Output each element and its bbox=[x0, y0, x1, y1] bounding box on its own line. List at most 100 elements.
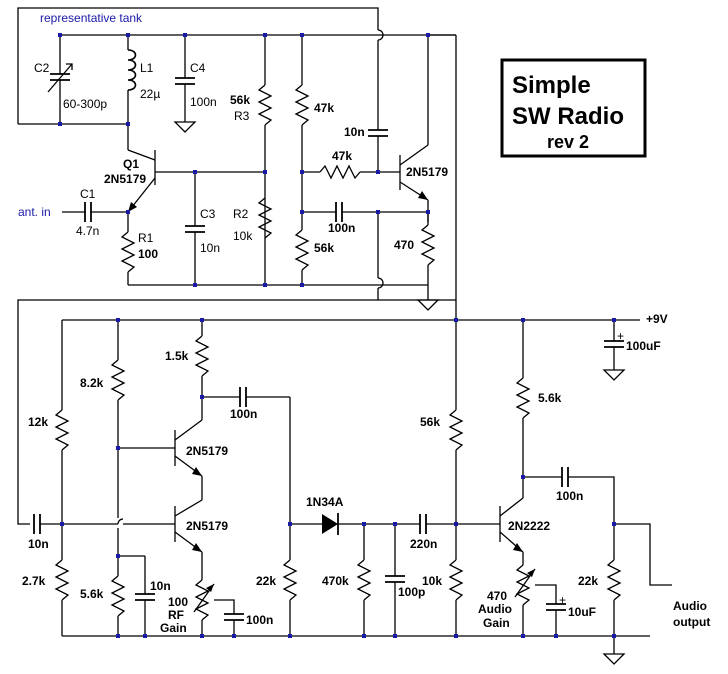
c-100n-a-value: 100n bbox=[230, 407, 257, 421]
r2-value: 10k bbox=[233, 229, 253, 243]
r3-value: 56k bbox=[230, 93, 250, 107]
title-line-3: rev 2 bbox=[547, 132, 589, 152]
capacitor-c3: C3 10n bbox=[185, 172, 220, 285]
capacitor-10n-input: 10n bbox=[28, 514, 124, 551]
resistor-5k6-collector: 5.6k bbox=[515, 320, 562, 477]
c-10n-in-value: 10n bbox=[28, 537, 49, 551]
capacitor-100n-rf-bypass: 100n bbox=[224, 613, 273, 636]
r-5k6-b-value: 5.6k bbox=[538, 391, 562, 405]
title-line-1: Simple bbox=[512, 72, 591, 99]
q-amp2-value: 2N5179 bbox=[186, 519, 228, 533]
tank-label: representative tank bbox=[40, 11, 143, 25]
transistor-audio: 2N2222 bbox=[499, 477, 550, 565]
diode-value: 1N34A bbox=[306, 495, 344, 509]
resistor-8k2: 8.2k bbox=[80, 320, 126, 576]
pot-rf-label2: Gain bbox=[160, 621, 187, 635]
r-470-value: 470 bbox=[394, 238, 414, 252]
capacitor-c1: C1 4.7n bbox=[62, 187, 128, 238]
transistor-q2: 2N5179 bbox=[399, 34, 456, 222]
potentiometer-rf-gain: 100 RF Gain bbox=[160, 579, 235, 636]
c-100uf-plus: + bbox=[617, 329, 624, 343]
c1-ref: C1 bbox=[80, 187, 96, 201]
r1-ref: R1 bbox=[138, 231, 154, 245]
resistor-r3: 56k R3 bbox=[230, 35, 273, 285]
diode-1n34a: 1N34A bbox=[290, 495, 420, 535]
potentiometer-audio-gain: 470 Audio Gain bbox=[478, 564, 557, 636]
c-10uf-value: 10uF bbox=[568, 605, 596, 619]
transistor-q1: Q1 2N5179 bbox=[104, 149, 265, 213]
resistor-2k7: 2.7k bbox=[22, 559, 70, 636]
feed-wire bbox=[17, 299, 456, 525]
r1-value: 100 bbox=[138, 247, 158, 261]
q1-value: 2N5179 bbox=[104, 172, 146, 186]
r-22k-a-value: 22k bbox=[256, 574, 276, 588]
capacitor-100n-mid: 100n bbox=[302, 202, 428, 235]
c3-ref: C3 bbox=[200, 207, 216, 221]
capacitor-100p: 100p bbox=[385, 524, 425, 636]
capacitor-100n-coupling: 100n bbox=[202, 387, 291, 524]
q-amp1-value: 2N5179 bbox=[186, 444, 228, 458]
c1-value: 4.7n bbox=[76, 224, 99, 238]
inductor-l1: L1 22µ bbox=[127, 35, 160, 150]
supply-label: +9V bbox=[646, 312, 668, 326]
title-line-2: SW Radio bbox=[512, 103, 624, 130]
c-100n-mid-value: 100n bbox=[328, 221, 355, 235]
c-10n-b-value: 10n bbox=[150, 579, 171, 593]
audio-output-label-1: Audio bbox=[673, 599, 707, 613]
transistor-amp-1: 2N5179 bbox=[118, 419, 228, 500]
resistor-470k: 470k bbox=[322, 524, 372, 636]
resistor-10k-audio: 10k bbox=[422, 559, 464, 636]
capacitor-10uf: + 10uF bbox=[546, 593, 596, 636]
r-8k2-value: 8.2k bbox=[80, 376, 104, 390]
junction-dots bbox=[58, 33, 616, 638]
q-rf2-value: 2N5179 bbox=[406, 165, 448, 179]
c3-value: 10n bbox=[200, 241, 220, 255]
pot-audio-value: 470 bbox=[487, 589, 507, 603]
resistor-r2: R2 10k bbox=[233, 197, 273, 243]
r-56k-c-value: 56k bbox=[420, 415, 440, 429]
c-10uf-plus: + bbox=[559, 593, 566, 607]
resistor-56k-lower: 56k bbox=[294, 229, 334, 285]
wire-hop-378 bbox=[377, 277, 384, 289]
c2-ref: C2 bbox=[34, 61, 50, 75]
r-10k-value: 10k bbox=[422, 574, 442, 588]
c-10n-top-value: 10n bbox=[344, 125, 365, 139]
antenna-in-label: ant. in bbox=[18, 205, 51, 219]
capacitor-10n-top: 10n bbox=[344, 125, 388, 172]
capacitor-100n-output: 100n bbox=[523, 467, 615, 524]
r-12k-value: 12k bbox=[28, 415, 48, 429]
capacitor-c2: C2 60-300p bbox=[34, 35, 107, 124]
c4-value: 100n bbox=[190, 95, 217, 109]
pot-audio-label1: Audio bbox=[478, 602, 512, 616]
r-2k7-value: 2.7k bbox=[22, 574, 46, 588]
audio-output-label-2: output bbox=[673, 615, 710, 629]
c-100uf-value: 100uF bbox=[626, 339, 661, 353]
r-1k5-value: 1.5k bbox=[165, 349, 189, 363]
pot-rf-label1: RF bbox=[168, 608, 184, 622]
l1-ref: L1 bbox=[140, 61, 154, 75]
r-47k-b-value: 47k bbox=[332, 149, 352, 163]
resistor-5k6-left: 5.6k bbox=[80, 575, 126, 636]
r-56k-b-value: 56k bbox=[314, 241, 334, 255]
resistor-56k-audio: 56k bbox=[420, 320, 464, 560]
resistor-22k-output: 22k bbox=[578, 524, 626, 665]
pot-audio-label2: Gain bbox=[483, 616, 510, 630]
l1-value: 22µ bbox=[140, 87, 160, 101]
c-100n-c-value: 100n bbox=[556, 489, 583, 503]
q1-ref: Q1 bbox=[123, 157, 139, 171]
capacitor-220n: 220n bbox=[410, 514, 500, 551]
resistor-47k-horizontal: 47k bbox=[302, 149, 400, 180]
title-box: Simple SW Radio rev 2 bbox=[500, 58, 647, 158]
c-100n-b-value: 100n bbox=[246, 613, 273, 627]
c4-ref: C4 bbox=[190, 61, 206, 75]
r-470k-value: 470k bbox=[322, 574, 349, 588]
q-audio-value: 2N2222 bbox=[508, 519, 550, 533]
c2-value: 60-300p bbox=[63, 97, 107, 111]
transistor-amp-2: 2N5179 bbox=[123, 499, 228, 580]
r3-ref: R3 bbox=[234, 109, 250, 123]
c-220n-value: 220n bbox=[410, 537, 437, 551]
c-100p-value: 100p bbox=[398, 585, 425, 599]
capacitor-c4: C4 100n bbox=[173, 35, 217, 133]
r-22k-b-value: 22k bbox=[578, 574, 598, 588]
